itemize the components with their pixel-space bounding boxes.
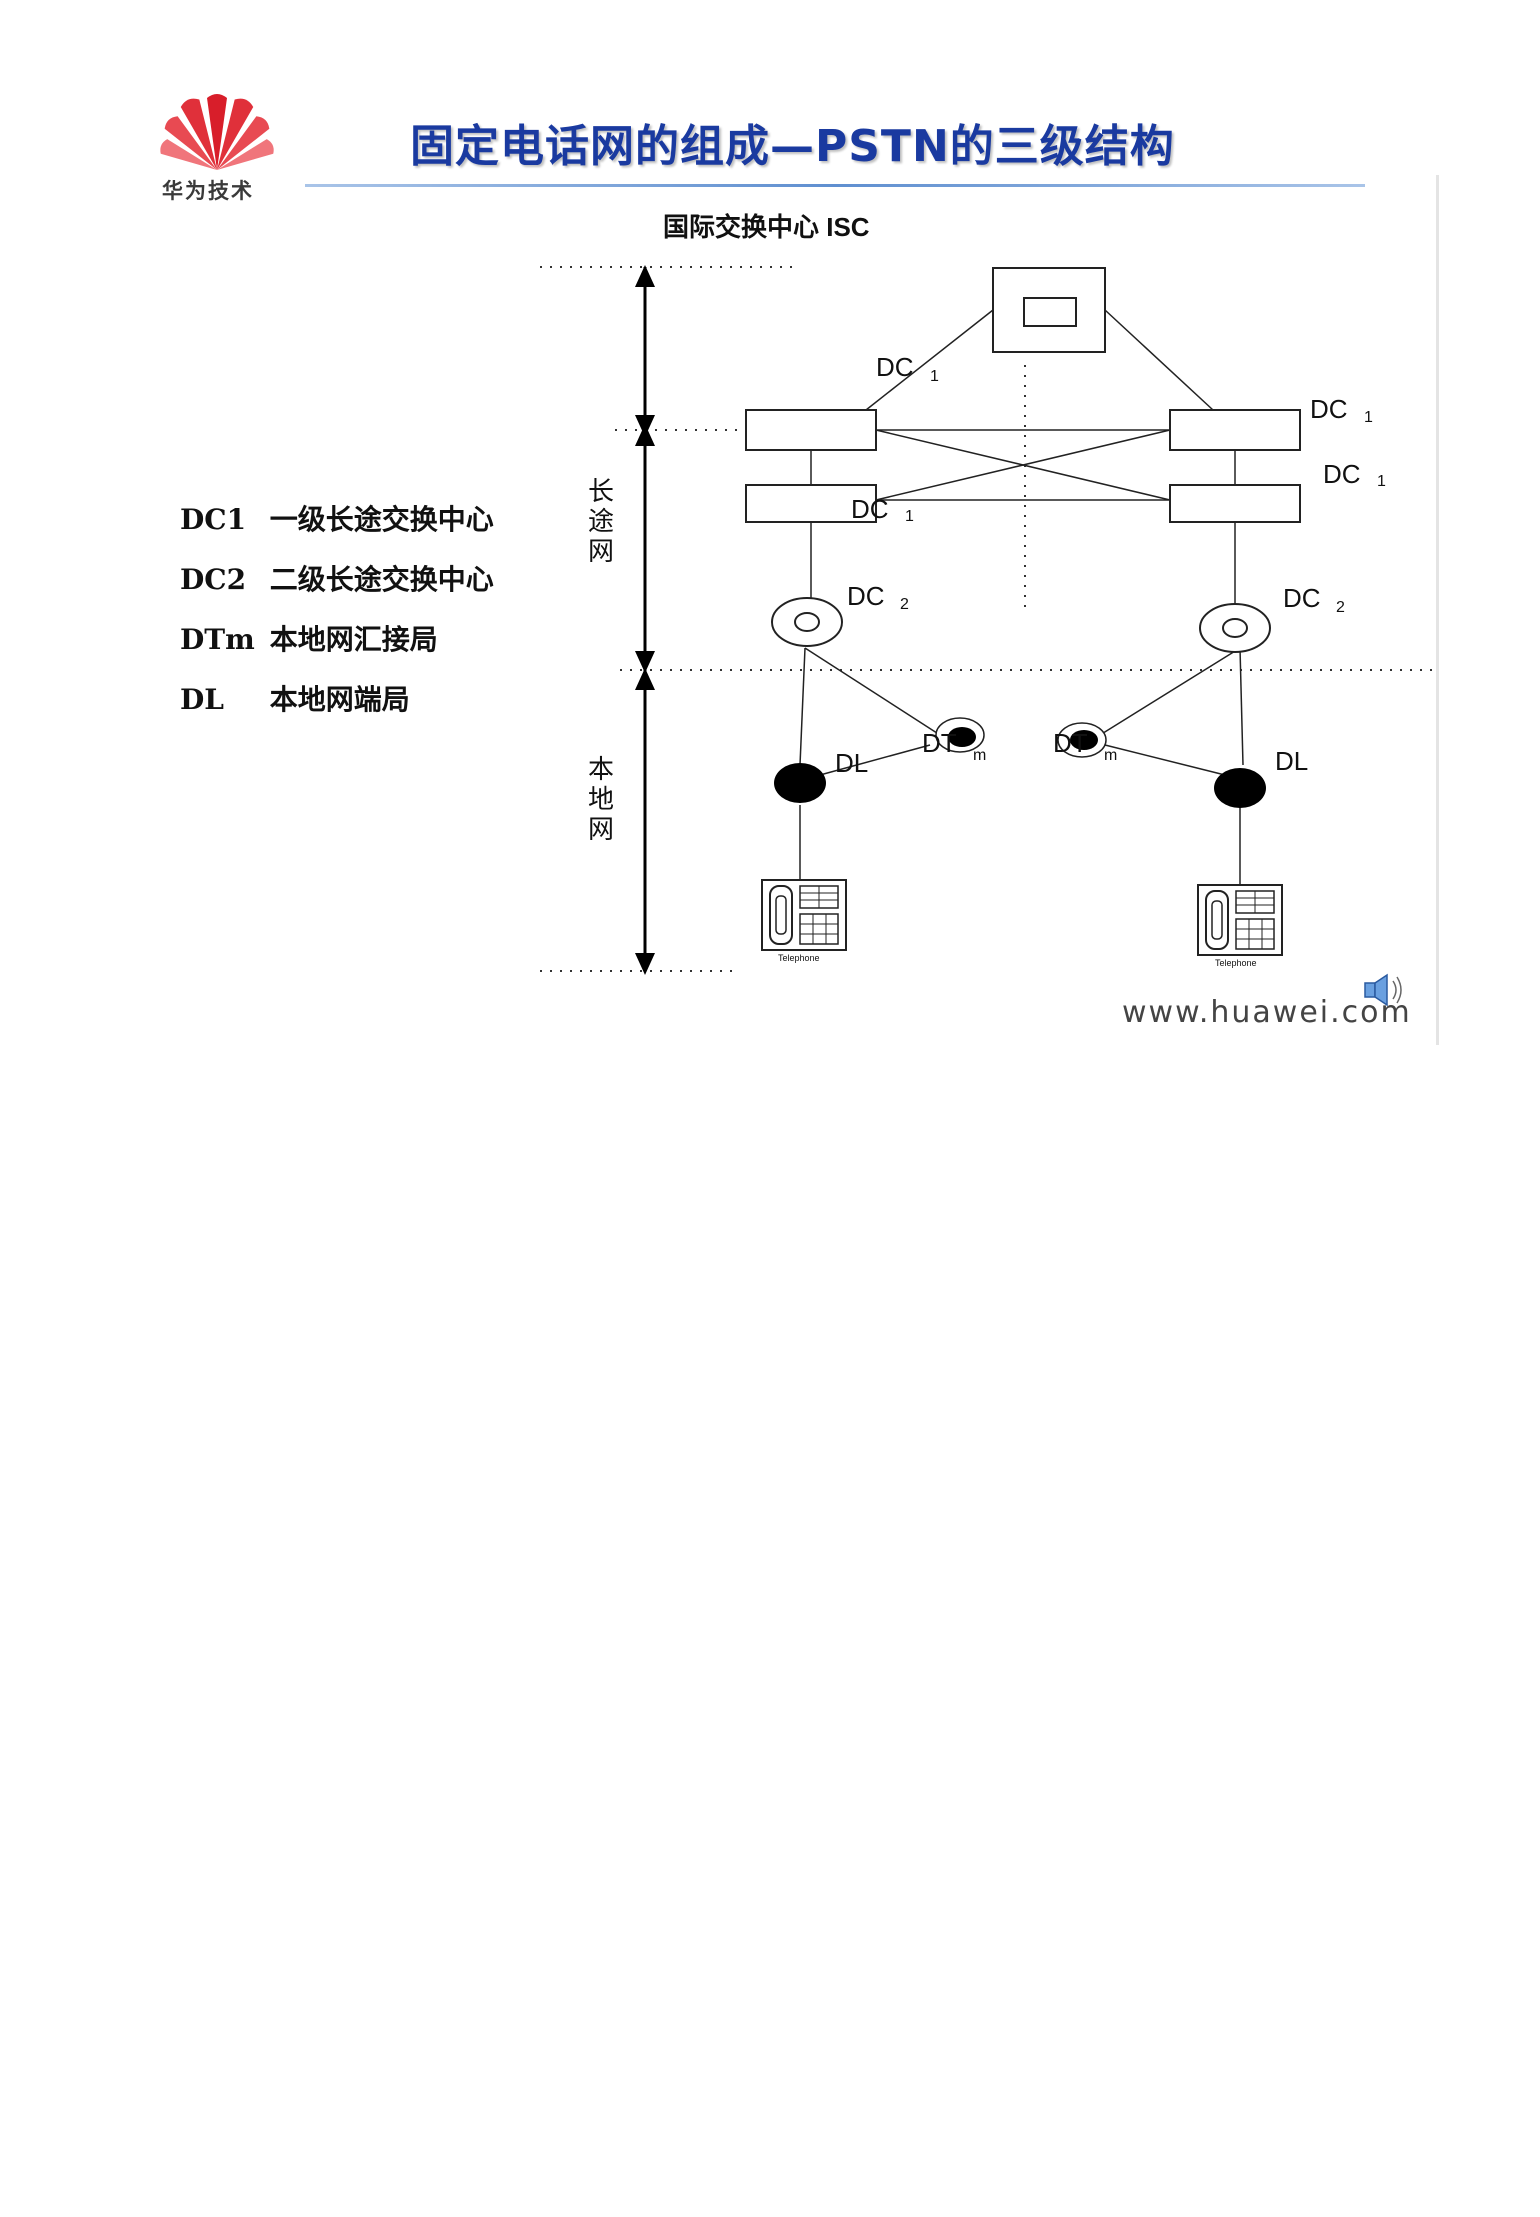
legend-desc: 本地网汇接局 [269, 623, 438, 656]
isc-label: 国际交换中心 ISC [663, 212, 870, 242]
dc1-label: DC 1 [1323, 459, 1386, 490]
dl-node-left [774, 763, 826, 803]
dc2-label-main: DC [1283, 583, 1321, 613]
huawei-logo [160, 94, 274, 170]
logo-text: 华为技术 [162, 178, 254, 203]
dtm-node-left-core [948, 727, 976, 747]
dc1-label-main: DC [1310, 394, 1348, 424]
page-title: 固定电话网的组成—PSTN的三级结构 [410, 121, 1175, 172]
dtm-label: DT m [1053, 728, 1117, 764]
dc2-label: DC 2 [847, 581, 909, 613]
speaker-icon [1364, 973, 1402, 1007]
legend-item: DTm 本地网汇接局 [180, 610, 494, 670]
dc1-label: DC 1 [851, 494, 914, 525]
dtm-label-sub: m [1104, 747, 1117, 764]
legend-desc: 一级长途交换中心 [269, 503, 494, 536]
dc1-label: DC 1 [1310, 394, 1373, 426]
arrowhead [635, 424, 655, 446]
isc-node-inner [1023, 297, 1077, 327]
telephone-icon [1197, 884, 1283, 956]
pstn-diagram: 国际交换中心 ISC 长 途 网 本 地 网 [540, 212, 1440, 1007]
legend-item: DC1 一级长途交换中心 [180, 490, 494, 550]
local-char: 本 [588, 754, 614, 784]
dl-label-left: DL [835, 748, 868, 778]
arrowhead [635, 265, 655, 287]
dc1-label-sub: 1 [1377, 473, 1386, 490]
dc2-label-sub: 2 [900, 596, 909, 613]
slide: 华为技术 固定电话网的组成—PSTN的三级结构 DC1 一级长途交换中心 DC2… [0, 0, 1540, 1060]
telephone-label-right: Telephone [1215, 958, 1257, 968]
dc1-label: DC 1 [876, 352, 939, 385]
footer-url: www.huawei.com [1122, 995, 1412, 1030]
dc1-node-left-bottom [745, 484, 877, 523]
arrowhead [635, 651, 655, 673]
dc1-label-main: DC [1323, 459, 1361, 489]
long-distance-char: 途 [588, 506, 614, 536]
local-char: 地 [588, 784, 614, 814]
dtm-label-main: DT [1053, 728, 1088, 758]
long-distance-char: 长 [588, 476, 614, 506]
legend-desc: 二级长途交换中心 [269, 563, 494, 596]
legend-code: DTm [180, 623, 255, 656]
legend-code: DC1 [180, 503, 247, 536]
local-char: 网 [588, 814, 614, 844]
dc1-label-sub: 1 [930, 368, 939, 385]
legend: DC1 一级长途交换中心 DC2 二级长途交换中心 DTm 本地网汇接局 DL … [180, 490, 494, 730]
dc2-label-sub: 2 [1336, 599, 1345, 616]
dc1-label-sub: 1 [905, 508, 914, 525]
dtm-label: DT m [922, 728, 986, 764]
links [799, 309, 1244, 885]
title-divider [305, 184, 1365, 187]
dl-node-right [1214, 768, 1266, 808]
arrowhead [635, 668, 655, 690]
legend-item: DC2 二级长途交换中心 [180, 550, 494, 610]
dc1-label-main: DC [851, 494, 889, 524]
dc1-node-left-top [745, 409, 877, 451]
dl-label-right: DL [1275, 746, 1308, 776]
dc2-label-main: DC [847, 581, 885, 611]
long-distance-char: 网 [588, 536, 614, 566]
legend-desc: 本地网端局 [269, 683, 410, 716]
slide-edge [1436, 175, 1439, 1045]
arrowhead [635, 953, 655, 975]
dc1-node-right-top [1169, 409, 1301, 451]
dtm-label-main: DT [922, 728, 957, 758]
long-distance-label: 长 途 网 [588, 476, 614, 566]
local-network-label: 本 地 网 [588, 754, 614, 844]
dc2-label: DC 2 [1283, 583, 1345, 616]
telephone-icon [761, 879, 847, 951]
dc1-node-right-bottom [1169, 484, 1301, 523]
dc2-node-right-inner [1222, 618, 1248, 638]
legend-item: DL 本地网端局 [180, 670, 494, 730]
dc1-label-sub: 1 [1364, 409, 1373, 426]
dc2-node-left-inner [794, 612, 820, 632]
dtm-label-sub: m [973, 747, 986, 764]
legend-code: DC2 [180, 563, 247, 596]
dc1-label-main: DC [876, 352, 914, 382]
telephone-label-left: Telephone [778, 953, 820, 963]
legend-code: DL [180, 683, 224, 716]
dtm-node-right-core [1070, 730, 1098, 750]
